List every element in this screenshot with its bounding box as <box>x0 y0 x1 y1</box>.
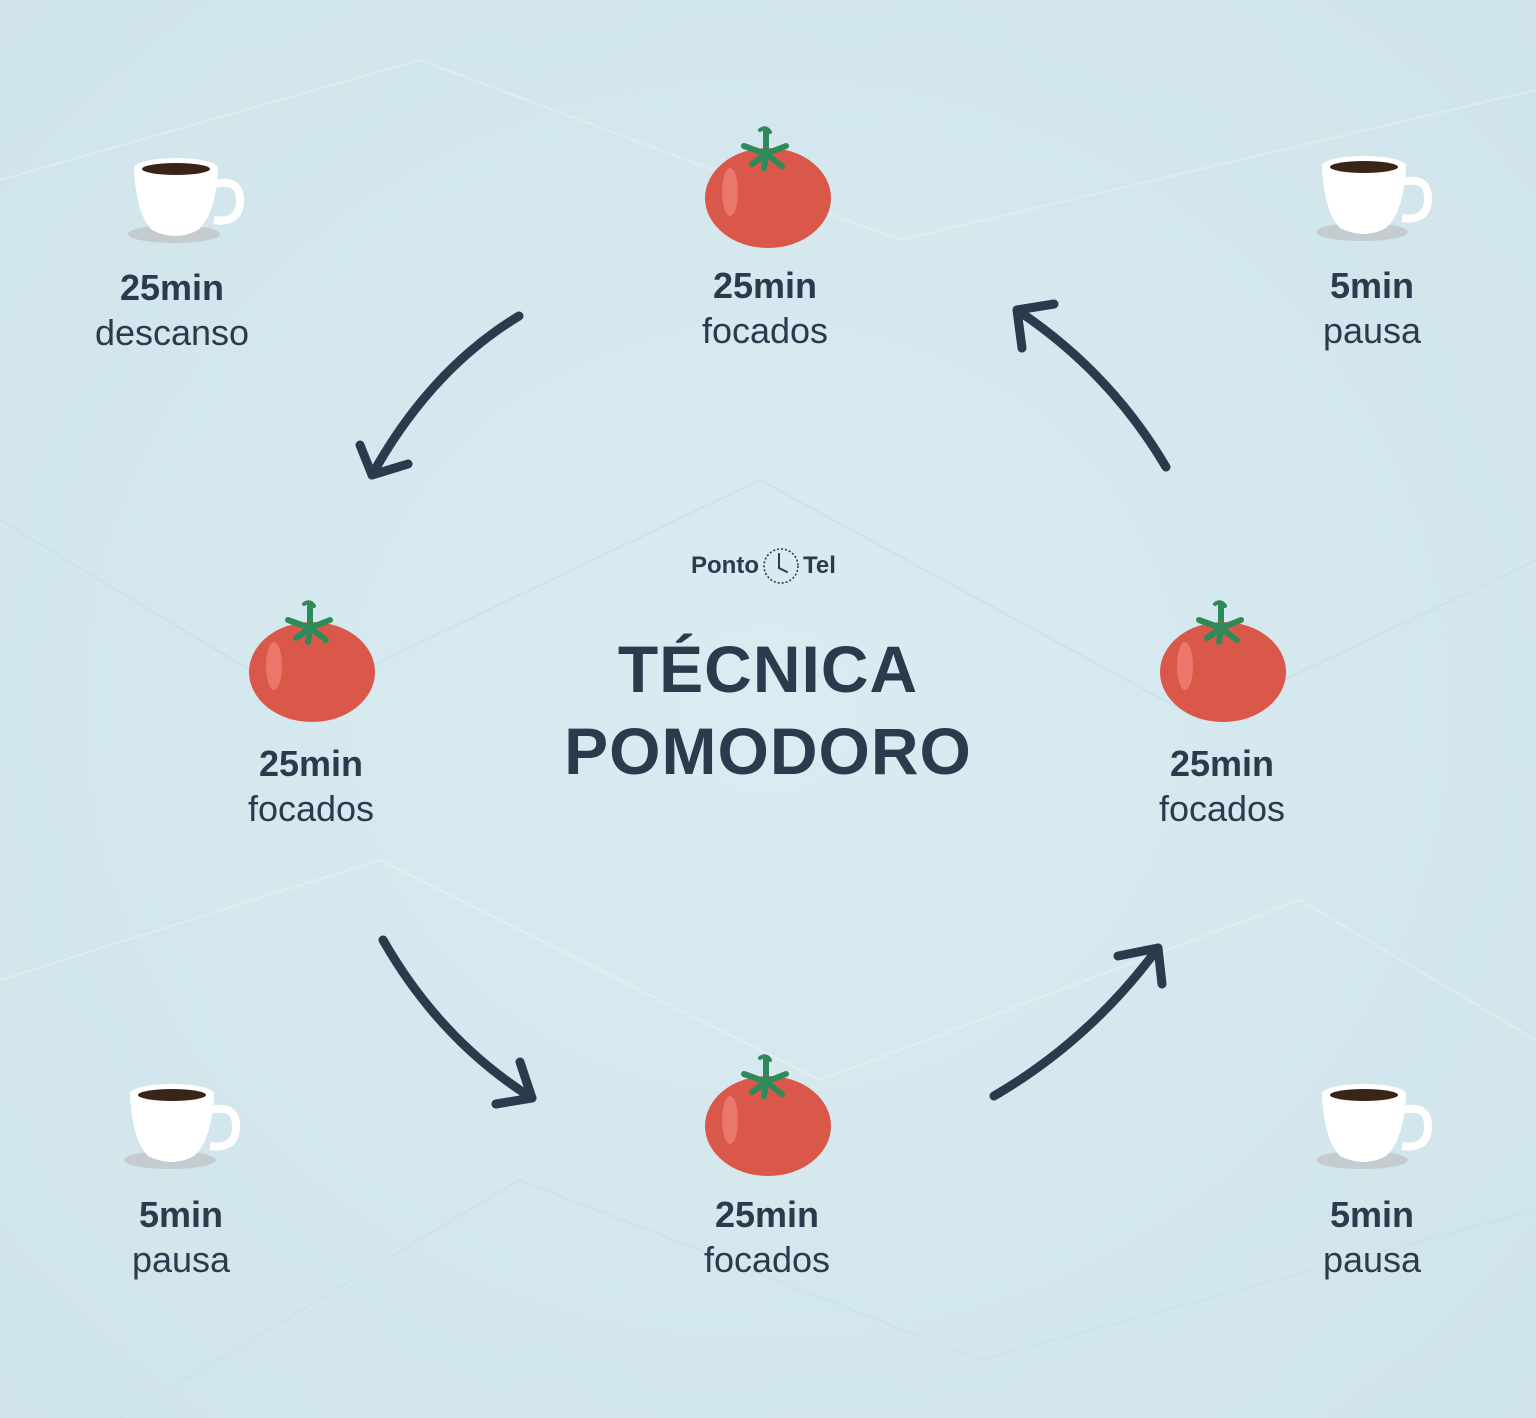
arrow-top-to-left <box>355 311 524 480</box>
page-title: TÉCNICA POMODORO <box>564 628 972 792</box>
node-description: descanso <box>94 312 250 353</box>
node-bottom-left-label: 5min pausa <box>132 1193 230 1283</box>
node-description: focados <box>1158 788 1286 829</box>
node-amount: 25min <box>258 743 364 784</box>
brand-name-left: Ponto <box>691 552 759 579</box>
node-description: pausa <box>131 1239 231 1280</box>
node-middle-left-label: 25min focados <box>248 742 374 832</box>
tomato-icon <box>1160 600 1286 722</box>
node-description: focados <box>703 1239 831 1280</box>
coffee-cup-icon <box>124 1084 241 1169</box>
brand-logo: Ponto Tel <box>691 543 836 589</box>
node-middle-right-label: 25min focados <box>1159 742 1285 832</box>
brand-name-right: Tel <box>802 552 836 579</box>
node-bottom-right-label: 5min pausa <box>1323 1193 1421 1283</box>
title-line-1: TÉCNICA <box>617 632 919 706</box>
node-amount: 25min <box>119 267 225 308</box>
node-description: pausa <box>1322 1239 1422 1280</box>
node-bottom-center-label: 25min focados <box>704 1193 830 1283</box>
arrow-bottom-to-right <box>989 943 1167 1101</box>
arrow-right-to-top <box>1012 299 1171 472</box>
node-amount: 25min <box>714 1194 820 1235</box>
coffee-cup-icon <box>1316 156 1433 241</box>
node-top-left-label: 25min descanso <box>95 266 249 356</box>
title-line-2: POMODORO <box>564 714 972 788</box>
node-description: pausa <box>1322 310 1422 351</box>
coffee-cup-icon <box>1316 1084 1433 1169</box>
node-amount: 25min <box>1169 743 1275 784</box>
node-amount: 5min <box>1329 1194 1415 1235</box>
node-amount: 5min <box>1329 265 1415 306</box>
coffee-cup-icon <box>128 158 245 243</box>
tomato-icon <box>705 1054 831 1176</box>
arrow-left-to-bottom <box>378 935 537 1109</box>
node-amount: 5min <box>138 1194 224 1235</box>
node-amount: 25min <box>712 265 818 306</box>
node-description: focados <box>247 788 375 829</box>
node-description: focados <box>701 310 829 351</box>
tomato-icon <box>249 600 375 722</box>
clock-icon <box>763 548 799 584</box>
tomato-icon <box>705 126 831 248</box>
node-top-right-label: 5min pausa <box>1323 264 1421 354</box>
node-top-center-label: 25min focados <box>702 264 828 354</box>
